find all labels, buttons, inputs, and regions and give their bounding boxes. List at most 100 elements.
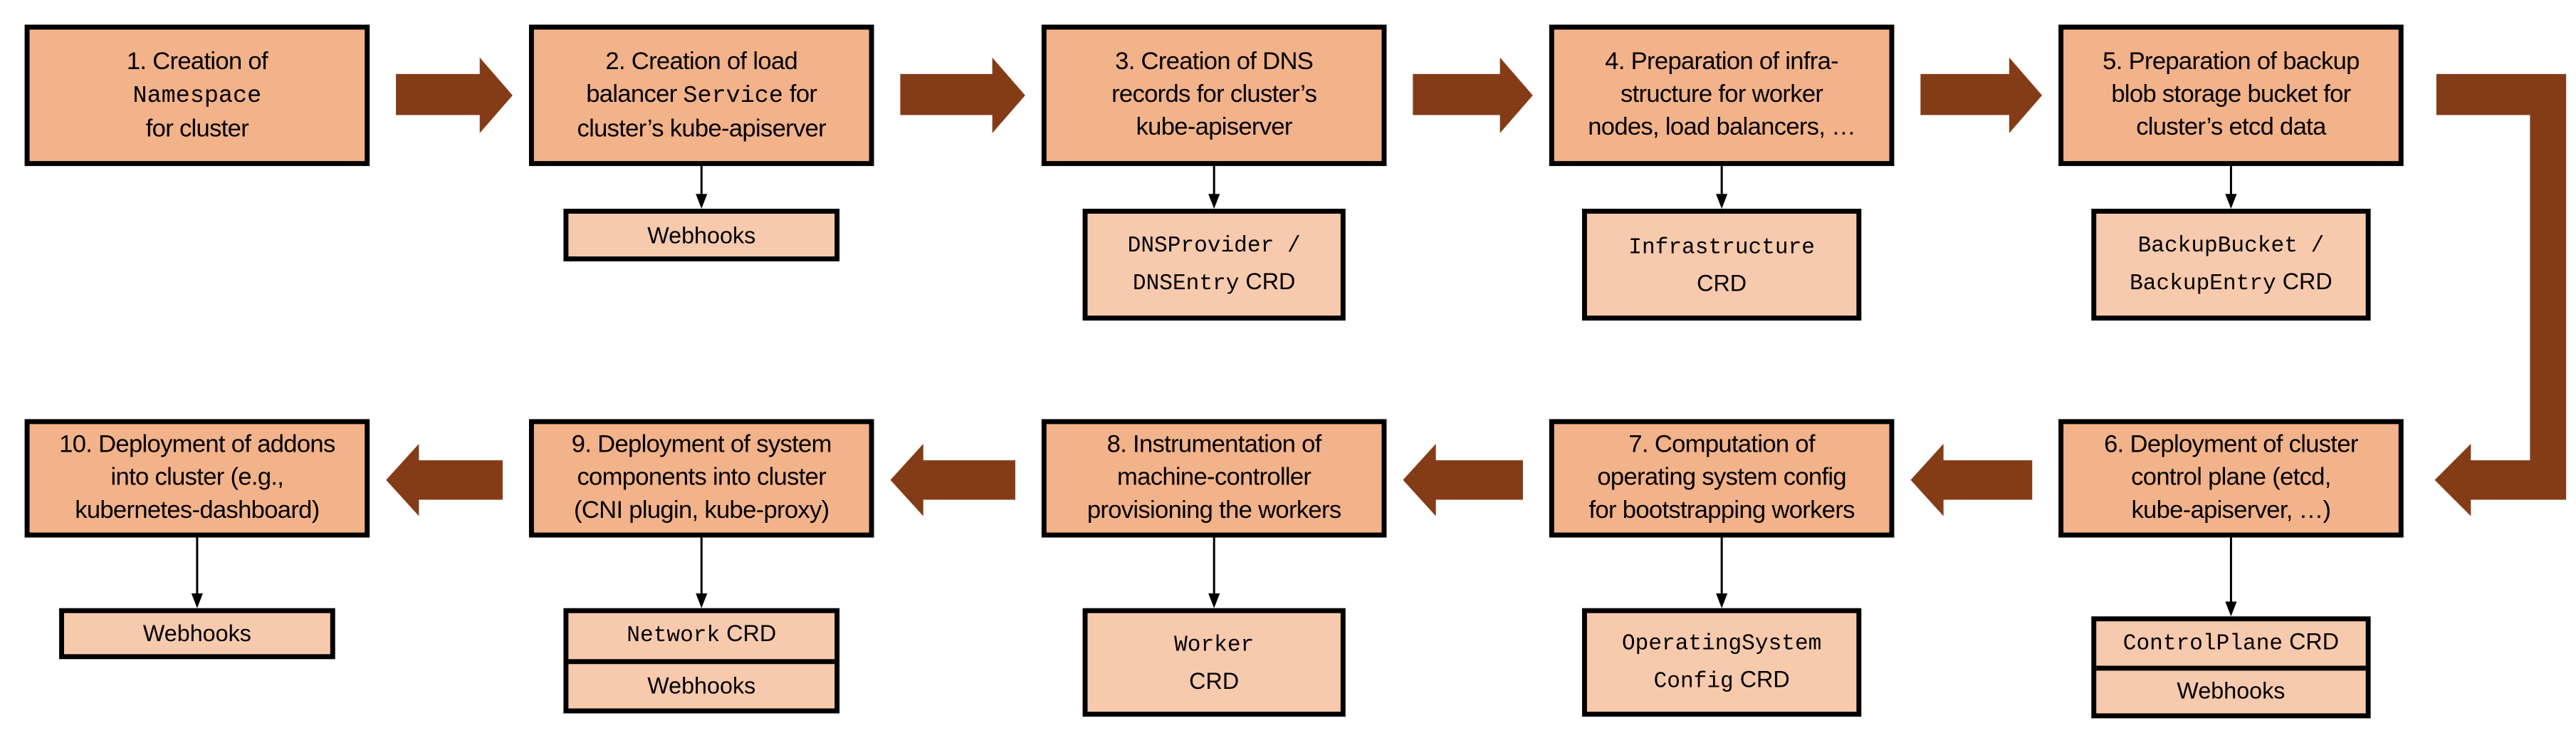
text: 4. Preparation of infra- [1605, 47, 1839, 76]
text: blob storage bucket for [2111, 80, 2351, 109]
text-line: CRD [1697, 266, 1747, 301]
text-line: Config CRD [1654, 663, 1790, 700]
text: for [782, 79, 817, 108]
code-term: DNSEntry [1132, 273, 1240, 298]
text-line: balancer Service for [586, 78, 817, 113]
text-line: 6. Deployment of cluster [2104, 429, 2358, 462]
text-line: 9. Deployment of system [572, 429, 832, 462]
flow-arrow-right-icon [1920, 57, 2043, 133]
text-line: Webhooks [143, 616, 251, 650]
text: operating system config [1597, 463, 1846, 492]
text: for cluster [145, 114, 249, 142]
text: nodes, load balancers, … [1588, 113, 1856, 142]
text-line: Network CRD [627, 617, 776, 655]
code-term: Service [683, 83, 783, 110]
step-1-box: 1. Creation of Namespace for cluster [24, 24, 370, 167]
flow-arrow-left-icon [1403, 443, 1523, 516]
text-line: 10. Deployment of addons [59, 429, 335, 462]
text: 2. Creation of load [605, 46, 798, 75]
text-line: kubernetes-dashboard) [75, 495, 320, 528]
step-9-extension-box: Network CRD Webhooks [563, 608, 840, 714]
text-line: Infrastructure [1628, 229, 1815, 266]
text-line: 4. Preparation of infra- [1605, 46, 1838, 79]
step-5-extension-box: BackupBucket /BackupEntry CRD [2091, 209, 2371, 321]
text: records for cluster’s [1111, 80, 1317, 109]
extension-item: Webhooks [568, 658, 835, 708]
code-term: Namespace [132, 83, 262, 110]
text: components into cluster [577, 463, 827, 492]
flow-arrow-right-icon [900, 57, 1025, 133]
extension-item: Webhooks [568, 214, 834, 256]
code-term: Infrastructure [1628, 237, 1815, 261]
text-line: OperatingSystem [1622, 625, 1821, 663]
text-line: components into cluster [577, 462, 826, 494]
text: cluster’s kube-apiserver [577, 114, 827, 142]
text: machine-controller [1117, 463, 1311, 492]
text: kube-apiserver [1136, 113, 1293, 142]
step-10-extension-box: Webhooks [59, 608, 335, 660]
text: 3. Creation of DNS [1115, 47, 1314, 76]
text-line: for cluster [145, 113, 249, 145]
connector-arrow-8 [1208, 537, 1220, 608]
text: CRD [1189, 667, 1240, 694]
text: Webhooks [647, 672, 756, 699]
text: 5. Preparation of backup [2103, 47, 2360, 76]
text: control plane (etcd, [2131, 463, 2331, 492]
text-line: Namespace [133, 78, 262, 113]
text-line: BackupEntry CRD [2130, 264, 2332, 302]
text: balancer [586, 79, 684, 108]
code-term: BackupEntry [2130, 273, 2276, 298]
connector-arrow-6 [2225, 537, 2237, 617]
text-line: 2. Creation of load [605, 45, 797, 78]
code-term: Network [627, 625, 721, 650]
step-4-box: 4. Preparation of infra-structure for wo… [1549, 24, 1895, 167]
flow-arrow-right-icon [396, 57, 513, 133]
text-line: structure for worker [1621, 79, 1823, 112]
text-line: cluster’s etcd data [2136, 112, 2326, 145]
code-term: Worker [1174, 634, 1255, 660]
extension-item: Network CRD [568, 613, 834, 658]
text-line: Worker [1174, 626, 1254, 664]
text-line: machine-controller [1117, 462, 1311, 494]
text: 7. Computation of [1628, 430, 1815, 459]
text-line: DNSEntry CRD [1133, 264, 1296, 302]
flow-arrow-left-icon [890, 443, 1015, 516]
text-line: into cluster (e.g., [111, 462, 284, 494]
text: for bootstrapping workers [1588, 496, 1855, 525]
text-line: blob storage bucket for [2111, 79, 2351, 112]
text: 8. Instrumentation of [1106, 430, 1322, 459]
text: CRD [1733, 665, 1790, 692]
text: CRD [1697, 269, 1747, 296]
text: CRD [1239, 268, 1296, 295]
flow-arrow-right-icon [1413, 57, 1533, 133]
text: kube-apiserver, …) [2131, 496, 2331, 525]
text-line: 1. Creation of [127, 45, 268, 78]
connector-arrow-10 [191, 537, 203, 608]
text-line: BackupBucket / [2138, 227, 2325, 264]
text-line: 7. Computation of [1628, 429, 1815, 462]
text-line: 5. Preparation of backup [2103, 46, 2360, 79]
text-line: control plane (etcd, [2131, 462, 2331, 494]
connector-arrow-9 [696, 537, 708, 608]
text-line: provisioning the workers [1087, 495, 1341, 528]
text-line: records for cluster’s [1111, 79, 1317, 112]
text-line: (CNI plugin, kube-proxy) [574, 495, 829, 528]
text-line: for bootstrapping workers [1589, 495, 1855, 528]
extension-item: Webhooks [2096, 665, 2366, 713]
text-line: kube-apiserver, …) [2131, 495, 2331, 528]
step-3-box: 3. Creation of DNS records for cluster’s k… [1041, 24, 1387, 167]
text: cluster’s etcd data [2136, 113, 2326, 142]
text-line: 8. Instrumentation of [1106, 429, 1322, 462]
connector-arrow-5 [2225, 166, 2237, 209]
extension-item: ControlPlane CRD [2096, 621, 2365, 665]
text: Webhooks [142, 619, 251, 646]
text-line: Webhooks [647, 669, 755, 703]
step-7-box: 7. Computation of operating system config… [1549, 419, 1895, 538]
